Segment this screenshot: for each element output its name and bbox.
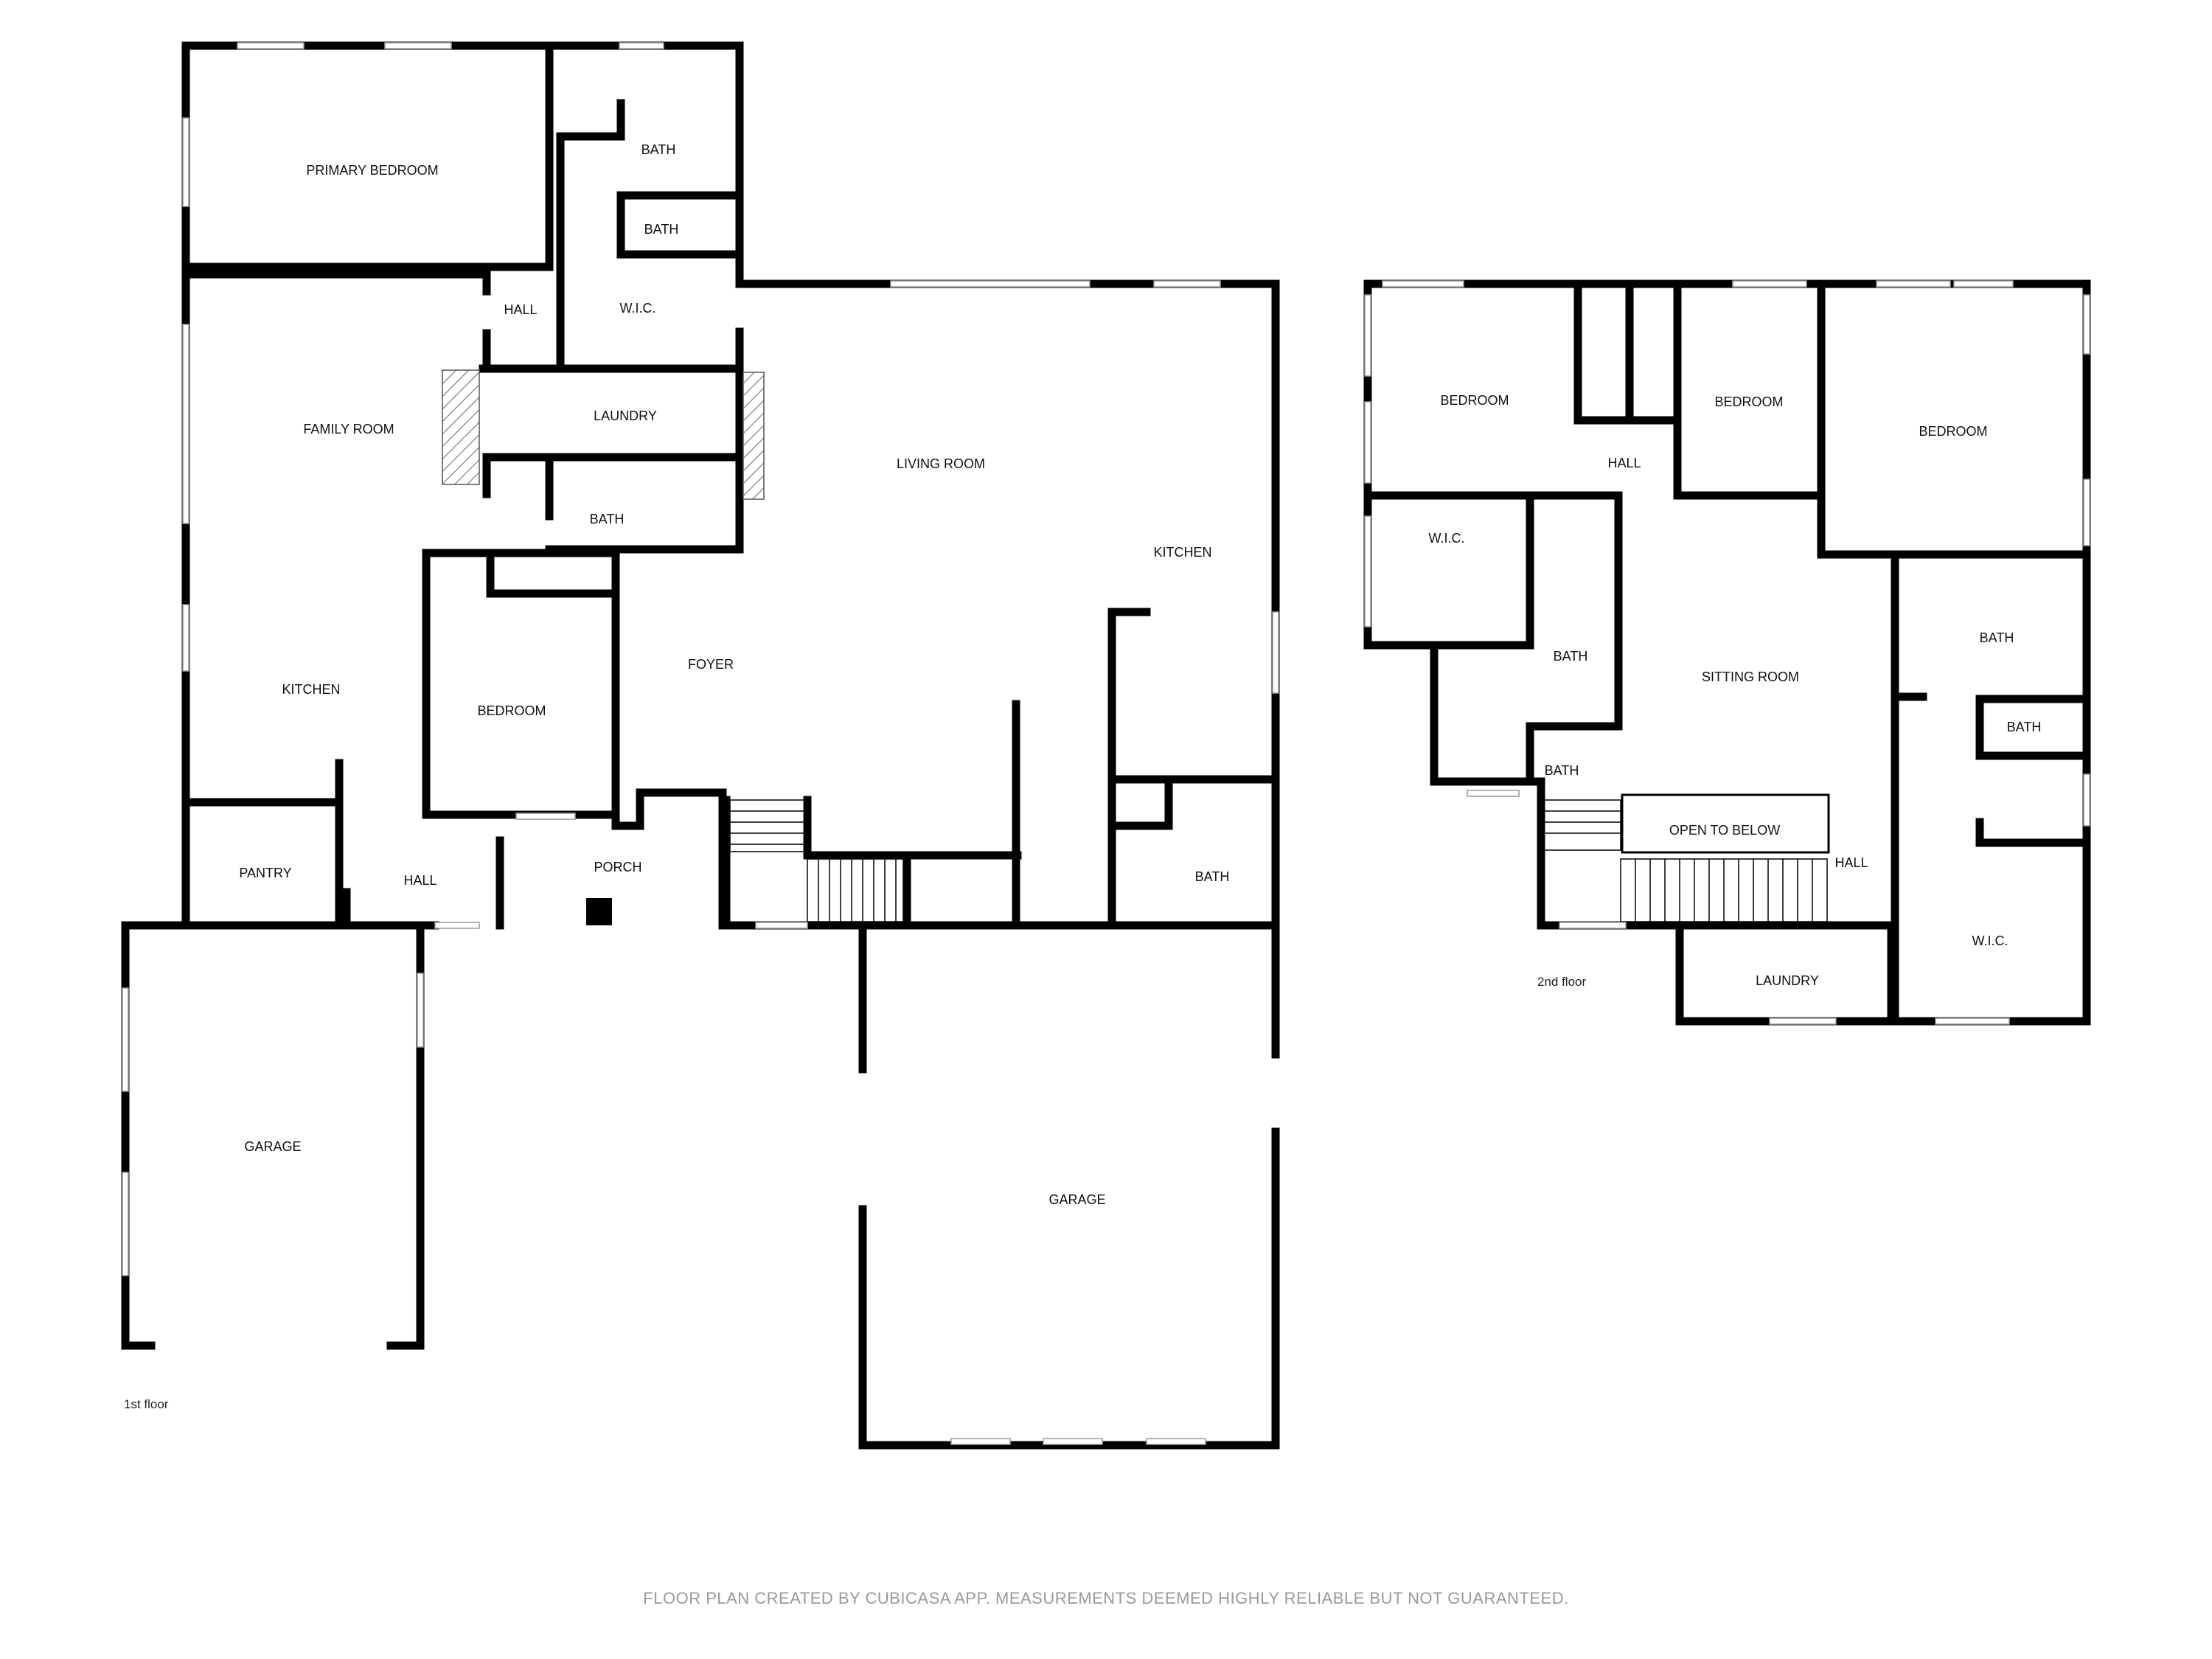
label-sitting-room: SITTING ROOM xyxy=(1702,669,1799,684)
label-wic: W.I.C. xyxy=(620,301,656,316)
label-hall-2: HALL xyxy=(403,873,437,888)
interior-walls xyxy=(181,41,1280,930)
porch-post xyxy=(586,898,612,925)
label-bedroom: BEDROOM xyxy=(477,703,546,718)
label-open-to-below: OPEN TO BELOW xyxy=(1669,823,1780,838)
label-bath-1-f2: BATH xyxy=(1554,649,1588,664)
first-floor: PRIMARY BEDROOM BATH BATH HALL W.I.C. FA… xyxy=(121,41,1280,1450)
second-floor-label: 2nd floor xyxy=(1537,975,1586,989)
label-porch: PORCH xyxy=(594,860,641,874)
label-hall-2-f2: HALL xyxy=(1834,855,1868,870)
first-floor-label: 1st floor xyxy=(124,1397,169,1411)
label-hall-1-f2: HALL xyxy=(1607,456,1641,470)
label-wic-1: W.I.C. xyxy=(1429,531,1465,546)
fireplace-family xyxy=(442,369,480,485)
label-bath-1: BATH xyxy=(641,142,676,157)
second-floor: BEDROOM BEDROOM BEDROOM HALL W.I.C. BATH… xyxy=(1363,279,2091,1026)
label-bath-4-f2: BATH xyxy=(1545,763,1579,778)
wall-garage-right xyxy=(858,921,1280,1450)
windows-first xyxy=(122,42,1279,1445)
label-pantry: PANTRY xyxy=(239,866,291,880)
label-bedroom-2: BEDROOM xyxy=(1714,394,1783,409)
label-bath-2: BATH xyxy=(644,222,679,237)
label-bedroom-1: BEDROOM xyxy=(1440,393,1509,408)
label-laundry-f2: LAUNDRY xyxy=(1756,973,1819,988)
label-living-room: LIVING ROOM xyxy=(897,456,985,471)
fireplace-living xyxy=(742,372,765,500)
label-laundry: LAUNDRY xyxy=(594,408,657,423)
label-bath-2-f2: BATH xyxy=(1980,630,2014,645)
label-bath-3-f2: BATH xyxy=(2007,720,2042,734)
label-foyer: FOYER xyxy=(688,657,734,672)
label-kitchen-right: KITCHEN xyxy=(1153,545,1211,560)
wall-main-block xyxy=(735,279,1280,930)
label-primary-bedroom: PRIMARY BEDROOM xyxy=(306,163,438,178)
label-wic-2: W.I.C. xyxy=(1972,933,2008,948)
open-to-below-rail xyxy=(1621,793,1830,854)
label-garage-left: GARAGE xyxy=(244,1139,301,1154)
label-garage-right: GARAGE xyxy=(1048,1192,1105,1207)
label-bath-3: BATH xyxy=(590,512,625,526)
stairs-second xyxy=(1543,799,1828,922)
label-kitchen-left: KITCHEN xyxy=(282,682,340,697)
label-family-room: FAMILY ROOM xyxy=(303,422,394,437)
wall-second-interior xyxy=(1367,279,2091,1026)
label-hall-1: HALL xyxy=(504,302,537,317)
windows-second xyxy=(1364,280,2090,1025)
wall-garage-left xyxy=(121,921,425,1350)
stairs-first xyxy=(729,799,904,922)
label-bath-4: BATH xyxy=(1195,869,1230,884)
footer-disclaimer: FLOOR PLAN CREATED BY CUBICASA APP. MEAS… xyxy=(643,1589,1568,1607)
label-bedroom-3: BEDROOM xyxy=(1919,424,1987,439)
